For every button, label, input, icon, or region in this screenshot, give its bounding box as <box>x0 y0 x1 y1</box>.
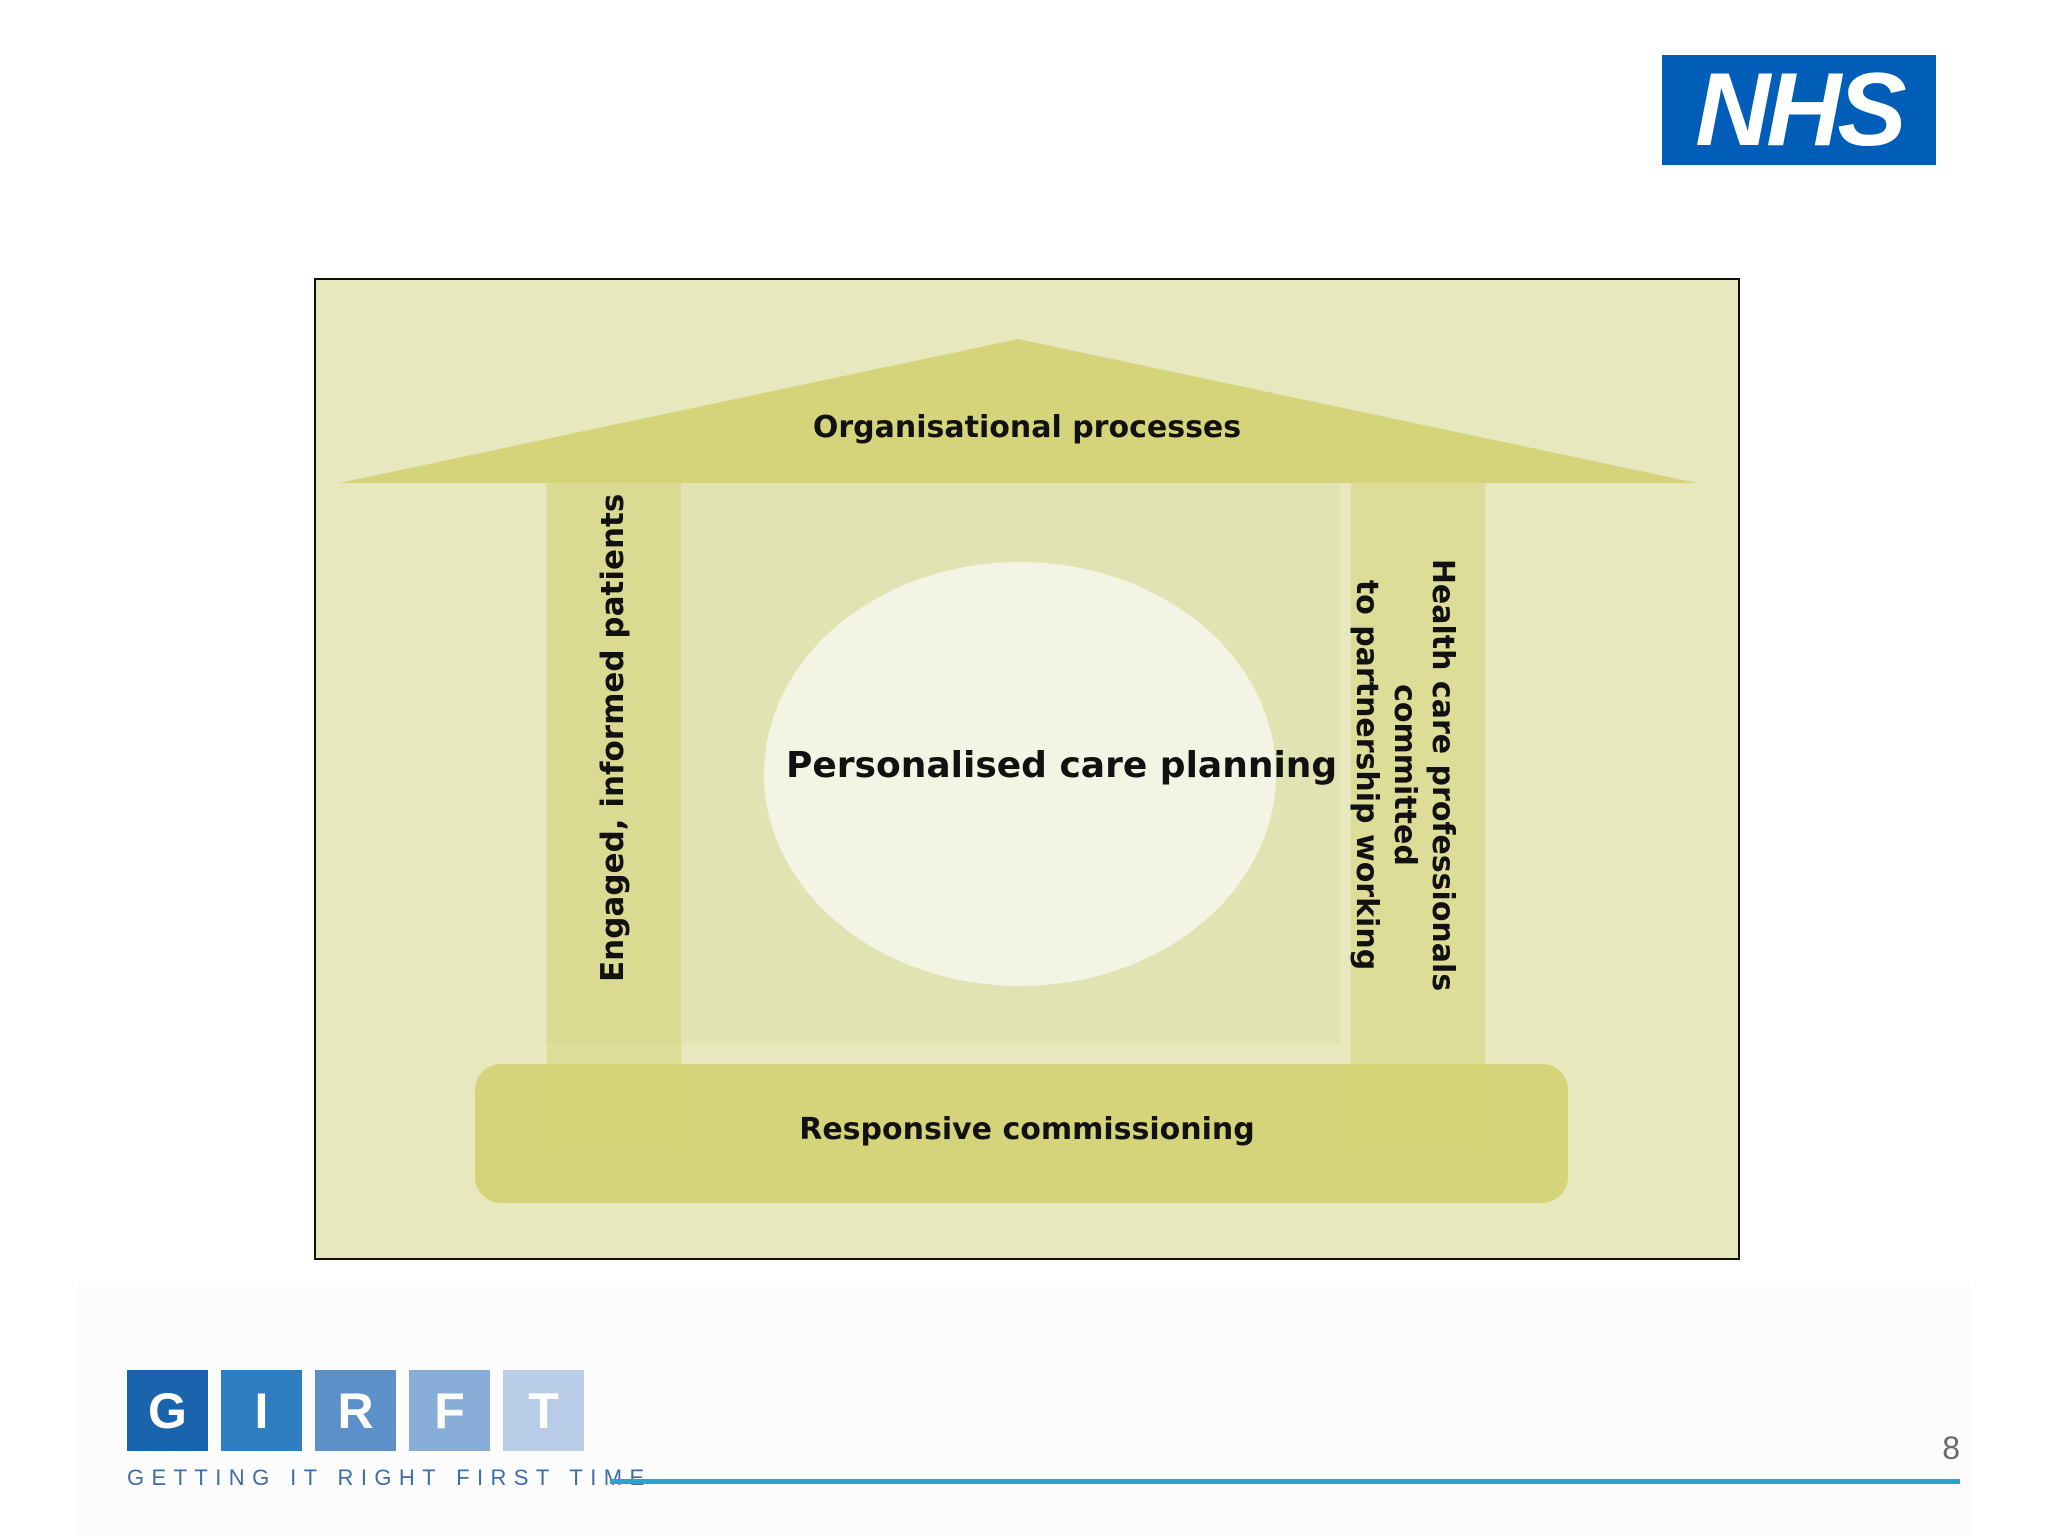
roof-shape <box>339 339 1697 483</box>
base-label: Responsive commissioning <box>799 1112 1255 1147</box>
girft-tile-i: I <box>221 1370 302 1451</box>
base-shape <box>475 1064 1568 1203</box>
nhs-logo: NHS <box>1662 55 1936 165</box>
right-pillar-label-line2: to partnership working <box>1349 579 1384 971</box>
center-ellipse <box>764 562 1276 986</box>
girft-tile-g: G <box>127 1370 208 1451</box>
center-label: Personalised care planning <box>786 745 1338 786</box>
footer-rule <box>610 1479 1960 1484</box>
roof-label: Organisational processes <box>812 410 1242 445</box>
right-pillar-label: Health care professionals committed to p… <box>1349 495 1461 1055</box>
right-pillar-shape <box>1351 483 1485 1143</box>
house-diagram-graphic <box>339 339 1697 1203</box>
left-pillar-label: Engaged, informed patients <box>595 493 631 982</box>
girft-tile-f: F <box>409 1370 490 1451</box>
girft-tiles: G I R F T <box>127 1370 584 1451</box>
girft-logo: G I R F T GETTING IT RIGHT FIRST TIME <box>127 1370 652 1491</box>
care-planning-house-diagram: Organisational processes Personalised ca… <box>314 278 1740 1260</box>
right-pillar-label-line1: Health care professionals committed <box>1387 558 1460 992</box>
left-pillar-shape <box>547 483 681 1143</box>
nhs-logo-text: NHS <box>1695 52 1907 168</box>
girft-tile-r: R <box>315 1370 396 1451</box>
page-number: 8 <box>1942 1430 1960 1466</box>
girft-tile-t: T <box>503 1370 584 1451</box>
girft-tagline: GETTING IT RIGHT FIRST TIME <box>127 1465 652 1490</box>
